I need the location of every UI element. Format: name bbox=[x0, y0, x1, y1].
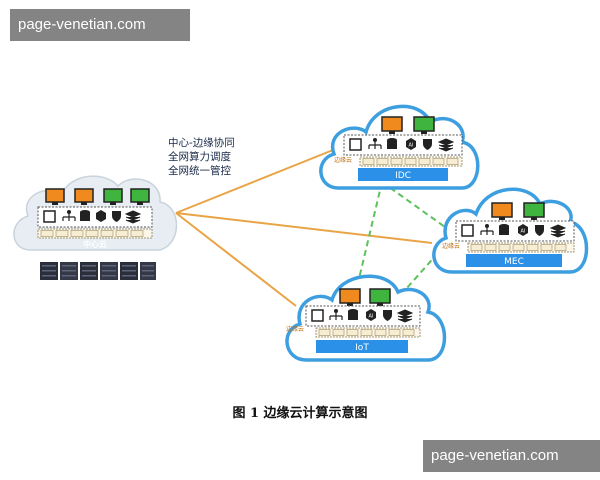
server-rack bbox=[40, 262, 156, 280]
watermark-top: page-venetian.com bbox=[10, 9, 190, 41]
monitor-icon bbox=[339, 288, 361, 304]
chip-icon bbox=[461, 224, 474, 237]
annotation-line: 全网统一管控 bbox=[168, 165, 231, 177]
layers-icon bbox=[549, 224, 567, 238]
iot-name-bar bbox=[316, 340, 408, 353]
network-icon bbox=[373, 138, 377, 142]
monitor-icon bbox=[45, 188, 65, 203]
layers-icon bbox=[396, 309, 414, 323]
idc-side-label: 边缘云 bbox=[334, 156, 352, 164]
center-cloud: 中心云 bbox=[13, 175, 178, 280]
monitor-icon bbox=[74, 188, 94, 203]
monitor-icon bbox=[381, 116, 403, 132]
layers-icon bbox=[124, 210, 142, 224]
network-icon bbox=[485, 224, 489, 228]
center-monitors bbox=[45, 188, 150, 205]
ai-icon-label: AI bbox=[409, 143, 414, 149]
monitor-icon bbox=[523, 202, 545, 218]
shield-icon bbox=[112, 211, 121, 222]
figure-caption: 图 1 边缘云计算示意图 bbox=[232, 406, 368, 421]
edge-cloud-mec: AI 边缘云 MEC bbox=[432, 187, 589, 274]
ai-icon bbox=[96, 210, 106, 222]
idc-name-bar bbox=[358, 168, 448, 181]
link-idc-iot bbox=[357, 181, 383, 284]
center-cloud-label: 中心云 bbox=[83, 239, 107, 249]
monitor-icon bbox=[413, 116, 435, 132]
chip-icon bbox=[311, 309, 324, 322]
annotation-line: 全网算力调度 bbox=[168, 151, 231, 163]
idc-name: IDC bbox=[395, 171, 411, 181]
edge-cloud-iot: AI 边缘云 IoT bbox=[285, 274, 447, 362]
network-icon bbox=[334, 309, 338, 313]
chip-icon bbox=[43, 210, 56, 223]
monitor-icon bbox=[491, 202, 513, 218]
link-center-idc bbox=[175, 147, 339, 214]
annotation: 中心-边缘协同 全网算力调度 全网统一管控 bbox=[168, 136, 235, 178]
shield-icon bbox=[383, 310, 392, 321]
network-icon bbox=[67, 210, 71, 214]
ai-icon bbox=[406, 138, 416, 150]
monitor-icon bbox=[103, 188, 123, 203]
mec-name: MEC bbox=[504, 257, 524, 267]
mec-name-bar bbox=[466, 254, 562, 267]
watermark-bottom: page-venetian.com bbox=[423, 440, 600, 472]
ai-icon bbox=[366, 309, 376, 321]
edge-cloud-idc: AI 边缘云 IDC bbox=[319, 104, 480, 190]
link-center-mec bbox=[175, 212, 433, 244]
iot-name: IoT bbox=[355, 343, 369, 353]
chip-icon bbox=[349, 138, 362, 151]
annotation-line: 中心-边缘协同 bbox=[168, 137, 235, 149]
shield-icon bbox=[535, 225, 544, 236]
link-center-iot bbox=[175, 212, 297, 307]
monitor-icon bbox=[130, 188, 150, 203]
center-service-box bbox=[37, 206, 153, 228]
iot-side-label: 边缘云 bbox=[286, 325, 304, 333]
layers-icon bbox=[437, 138, 455, 152]
link-idc-mec bbox=[381, 181, 453, 233]
monitor-icon bbox=[369, 288, 391, 304]
ai-icon-label: AI bbox=[521, 229, 526, 235]
mec-side-label: 边缘云 bbox=[442, 242, 460, 250]
shield-icon bbox=[423, 139, 432, 150]
ai-icon-label: AI bbox=[369, 314, 374, 320]
ai-icon bbox=[518, 224, 528, 236]
